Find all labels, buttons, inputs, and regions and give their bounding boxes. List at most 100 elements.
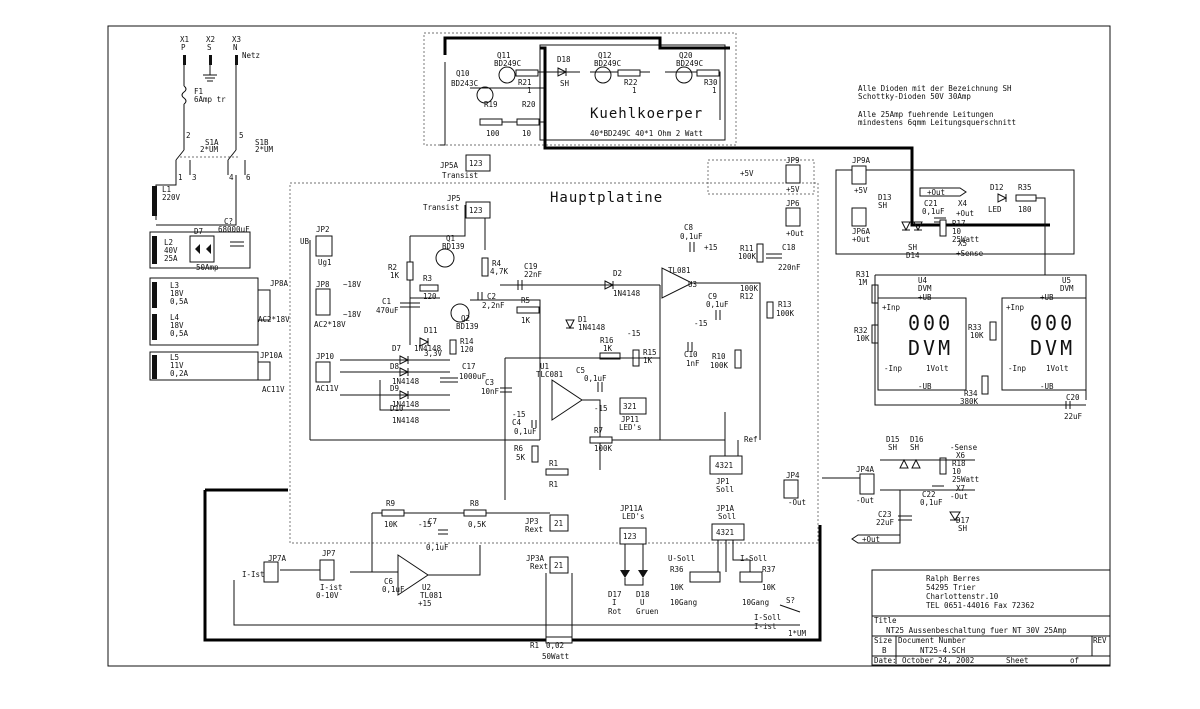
label-c2-val: 2,2nF: [482, 301, 505, 310]
label-x1: X1: [180, 35, 189, 44]
label-jp1-val: Soll: [716, 485, 734, 494]
label-c6: C6: [384, 577, 394, 586]
pin-2: 2: [186, 131, 191, 140]
label-d15: D15: [886, 435, 900, 444]
label-r37-gang: 10Gang: [742, 598, 769, 607]
label-r19: R19: [484, 100, 498, 109]
label-r13: R13: [778, 300, 792, 309]
label-c7: C?: [224, 217, 233, 226]
diode-d17-out: [949, 511, 961, 521]
label-l1-val: 220V: [162, 193, 181, 202]
label-jp7a: JP7A: [268, 554, 287, 563]
label-l5: L5: [170, 353, 179, 362]
label-d11: D11: [424, 326, 438, 335]
dvm-u5-label: DVM: [1030, 336, 1075, 360]
dvm-u5: [1001, 297, 1087, 391]
label-d12-val: LED: [988, 205, 1002, 214]
diode-d1: [565, 319, 575, 330]
capacitor-c1: [400, 302, 420, 308]
connector-jp7: [319, 559, 335, 581]
label-r22-val: 1: [632, 86, 637, 95]
label-u4-volt: 1Volt: [926, 364, 949, 373]
sheet-label: Sheet: [1006, 656, 1029, 665]
terminal-x2: [209, 55, 212, 65]
capacitor-c4: [531, 420, 537, 428]
label-r30: R30: [704, 78, 718, 87]
label-c22: C22: [922, 490, 936, 499]
connector-jp11a: [619, 527, 647, 545]
transistor-q20: [675, 66, 693, 84]
inductor-l5: [152, 355, 157, 379]
transistor-q11: [498, 66, 516, 84]
label-c19-val: 22nF: [524, 270, 543, 279]
label-r8: R8: [470, 499, 480, 508]
label-f1: F1: [194, 87, 203, 96]
label-jp6a: JP6A: [852, 227, 871, 236]
label-c17: C17: [462, 362, 476, 371]
note-line-1: Alle Dioden mit der Bezeichnung SH: [858, 84, 1012, 93]
label-c5-val: 0,1uF: [584, 374, 607, 383]
capacitor-c7: [230, 241, 244, 247]
connector-jp8: [315, 288, 331, 316]
label-d2: D2: [613, 269, 622, 278]
label-u4-minp: -Inp: [884, 364, 903, 373]
switch-s1: [175, 149, 246, 175]
resistor-r16: [599, 352, 621, 360]
label-d14: D14: [906, 251, 920, 260]
label-netz: Netz: [242, 51, 260, 60]
label-jp11-val: LED's: [619, 423, 642, 432]
label-r1-board: R1: [549, 459, 558, 468]
label-c4: C4: [512, 418, 522, 427]
sheet-of: of: [1070, 656, 1079, 665]
label-jp8a-val: AC2*18V: [258, 315, 290, 324]
label-u1-val: TLC081: [536, 370, 563, 379]
resistor-r10: [734, 349, 742, 369]
heatsink-outline: [423, 32, 737, 146]
label-r3: R3: [423, 274, 432, 283]
label-q2-val: BD139: [456, 322, 479, 331]
high-current-bus: [203, 36, 1050, 642]
transistor-q1: [435, 248, 455, 268]
label-jp9a-val: +5V: [854, 186, 868, 195]
opamp-u1: [551, 379, 583, 421]
label-jp3-pins: 21: [554, 519, 563, 528]
resistor-r14: [449, 339, 457, 355]
label-r36-val: 10K: [670, 583, 684, 592]
label-u4: U4: [918, 276, 928, 285]
led-d12: [997, 193, 1008, 203]
label-q10-val: BD243C: [451, 79, 478, 88]
resistor-r34: [981, 375, 989, 395]
size-label: Size: [874, 636, 893, 645]
connector-jp3: [549, 514, 569, 532]
diode-d18: [557, 67, 568, 77]
capacitor-c2: [477, 292, 483, 300]
label-f1-val: 6Amp tr: [194, 95, 226, 104]
fuse-f1: [181, 65, 187, 150]
label-d17-led: D17: [608, 590, 622, 599]
label-c7-board-val: 0,1uF: [426, 543, 449, 552]
switch-s: [779, 604, 801, 613]
label-r1-shunt-val: 0,02: [546, 641, 564, 650]
label-u5-minp: -Inp: [1008, 364, 1027, 373]
inductor-l3: [152, 282, 157, 308]
label-q10: Q10: [456, 69, 470, 78]
label-d15-val: SH: [888, 443, 898, 452]
label-r1-shunt-w: 50Watt: [542, 652, 569, 661]
label-u5-ub: +UB: [1040, 293, 1054, 302]
label-d9: D9: [390, 384, 399, 393]
label-c3-val: 10nF: [481, 387, 500, 396]
output-section: JP9A +5V JP6A +Out D13 SH SH D14 +Out C2…: [822, 156, 1087, 544]
resistor-r2: [406, 261, 414, 281]
resistor-r21: [515, 69, 539, 77]
label-jp1: JP1: [716, 477, 730, 486]
label-x7: X7: [956, 484, 965, 493]
label-r14: R14: [460, 337, 474, 346]
label-r17-w: 25Watt: [952, 235, 979, 244]
rev-label: REV: [1093, 636, 1107, 645]
label-r2-val: 1K: [390, 271, 400, 280]
ground-symbol: [203, 65, 217, 82]
label-r9-val: 10K: [384, 520, 398, 529]
label-jp4a-val: -Out: [856, 496, 874, 505]
heatsink-box: [539, 44, 726, 141]
label-s1b-val: 2*UM: [255, 145, 274, 154]
